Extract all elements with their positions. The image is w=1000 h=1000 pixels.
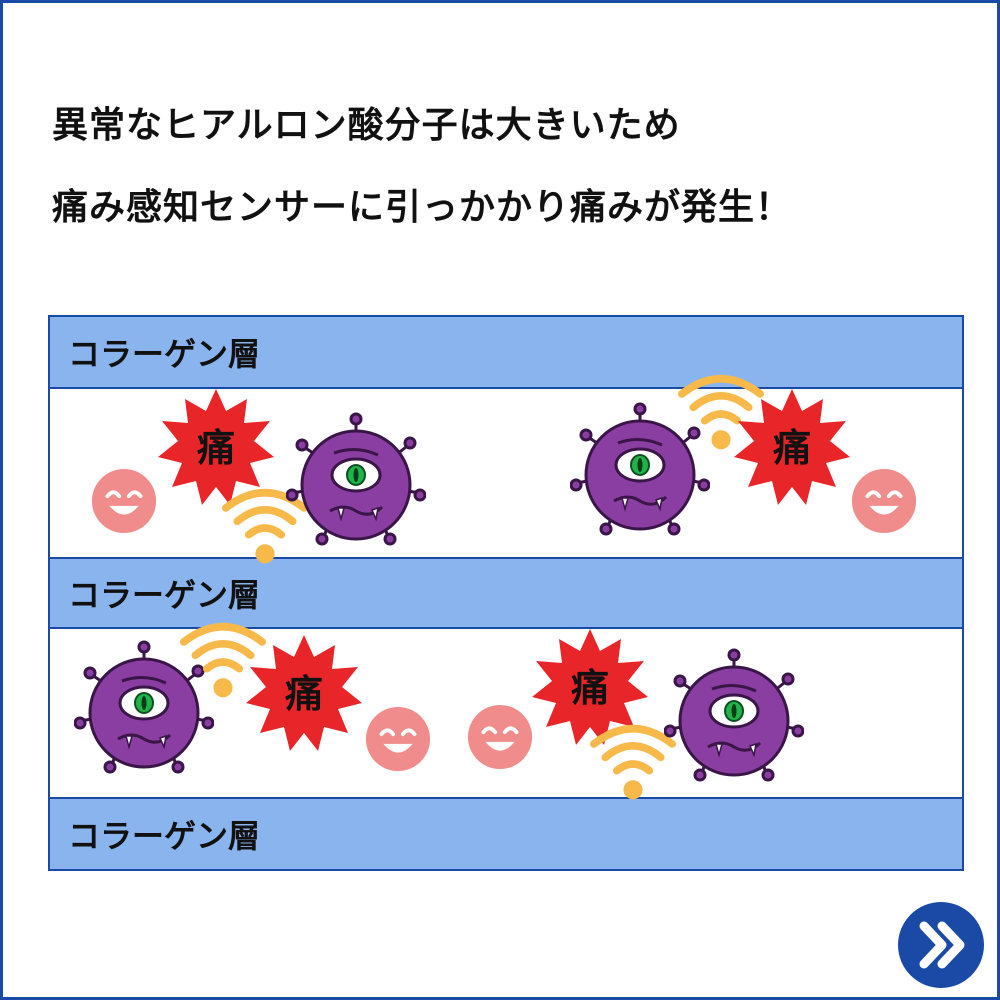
pain-label: 痛	[571, 666, 609, 710]
collagen-layer-bottom: コラーゲン層	[50, 797, 962, 869]
next-page-button[interactable]	[898, 902, 984, 988]
layer-label: コラーゲン層	[68, 576, 261, 614]
pain-burst-icon: 痛	[530, 627, 650, 747]
headline-line-2: 痛み感知センサーに引っかかり痛みが発生！	[52, 187, 793, 228]
layer-label: コラーゲン層	[68, 335, 261, 373]
pain-burst-icon: 痛	[156, 387, 276, 507]
collagen-layer-middle: コラーゲン層	[50, 557, 962, 629]
collagen-diagram: コラーゲン層 コラーゲン層 コラーゲン層 痛 痛 痛 痛	[48, 315, 964, 871]
pain-label: 痛	[285, 672, 323, 716]
happy-pain-sensor-icon	[850, 467, 918, 535]
collagen-layer-top: コラーゲン層	[50, 317, 962, 389]
pain-burst-icon: 痛	[244, 633, 364, 753]
layer-label: コラーゲン層	[68, 817, 261, 855]
pain-burst-icon: 痛	[732, 387, 852, 507]
abnormal-hyaluronic-molecule-icon	[664, 647, 804, 787]
abnormal-hyaluronic-molecule-icon	[286, 411, 426, 551]
happy-pain-sensor-icon	[364, 705, 432, 773]
happy-pain-sensor-icon	[466, 703, 534, 771]
happy-pain-sensor-icon	[90, 467, 158, 535]
pain-label: 痛	[773, 426, 811, 470]
double-chevron-right-icon	[898, 902, 984, 988]
pain-label: 痛	[197, 426, 235, 470]
headline-line-1: 異常なヒアルロン酸分子は大きいため	[52, 105, 681, 146]
